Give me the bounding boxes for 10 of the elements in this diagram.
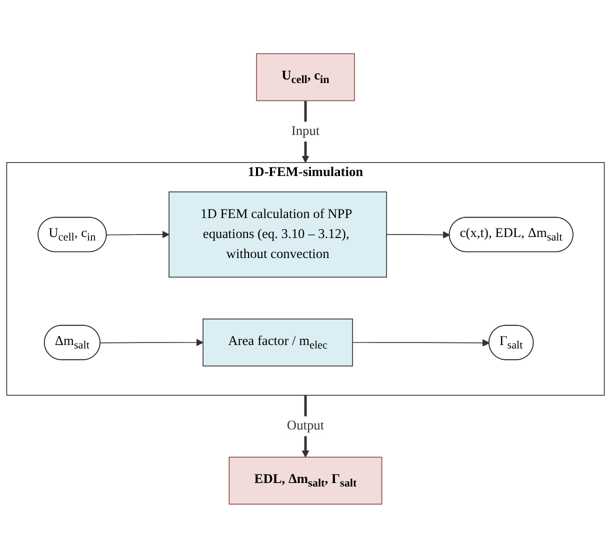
node-box: U$_{cell}$, c$_{in}$ [256,53,355,102]
arrow [386,231,450,239]
node-box: EDL, Δm$_{salt}$, Γ$_{salt}$ [228,456,382,505]
edge-label: Output [286,418,324,433]
node-box: Area factor / m$_{elec}$ [202,318,353,366]
edge-label: Input [291,124,320,138]
arrow [106,230,170,238]
arrow [352,339,490,347]
node-box: 1D FEM calculation of NPP equations (eq. 3.10 – 3.12), without convection [168,192,387,278]
arrow [100,338,204,346]
